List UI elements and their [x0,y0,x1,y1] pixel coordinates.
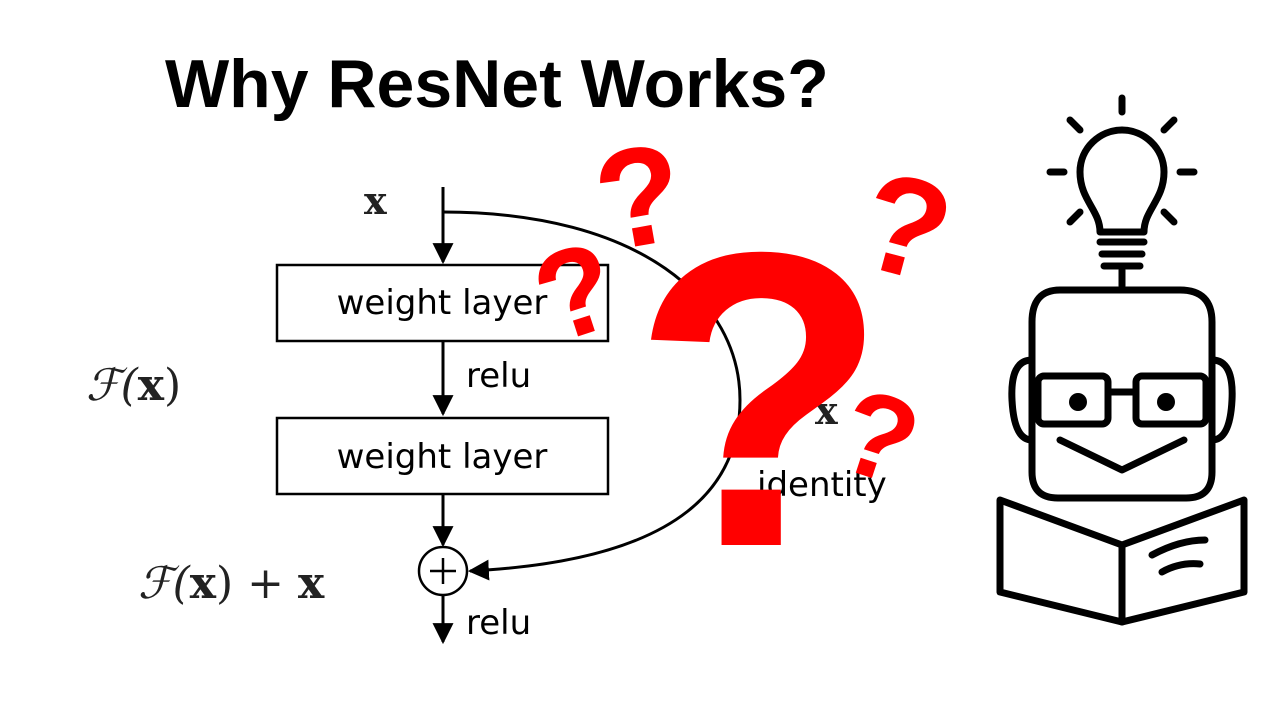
reader-with-lightbulb-icon [996,94,1248,626]
fx-plus-x-label: ℱ(x) + x [138,558,325,609]
glasses-left-lens [1034,372,1112,428]
right-eye [1157,393,1175,411]
lightbulb-icon [1076,126,1168,290]
large-question-mark: ? [632,166,889,635]
identity-shortcut-arrow [442,210,742,581]
light-rays [1046,94,1198,226]
question-marks-overlay: ? ? ? ? ? [518,112,968,635]
weight-layer-2 [275,416,610,496]
beard [1056,436,1188,474]
weight-layer-2-label: weight layer [337,437,548,477]
left-eye [1069,393,1087,411]
weight-layer-1-label: weight layer [337,283,548,323]
page-title: Why ResNet Works? [165,46,829,122]
fx-label: ℱ(x) [86,360,181,411]
glasses-right-lens [1132,372,1210,428]
relu-mid-label: relu [466,356,531,396]
relu-out-label: relu [466,603,531,643]
input-x-label: x [364,178,387,223]
residual-block-diagram: x weight layer relu weight layer relu x … [86,178,887,645]
open-book-icon [996,496,1248,626]
identity-label: identity [757,465,887,505]
weight-layer-1 [275,263,610,343]
shortcut-x-label: x [815,388,838,433]
reader-head [1008,286,1236,502]
